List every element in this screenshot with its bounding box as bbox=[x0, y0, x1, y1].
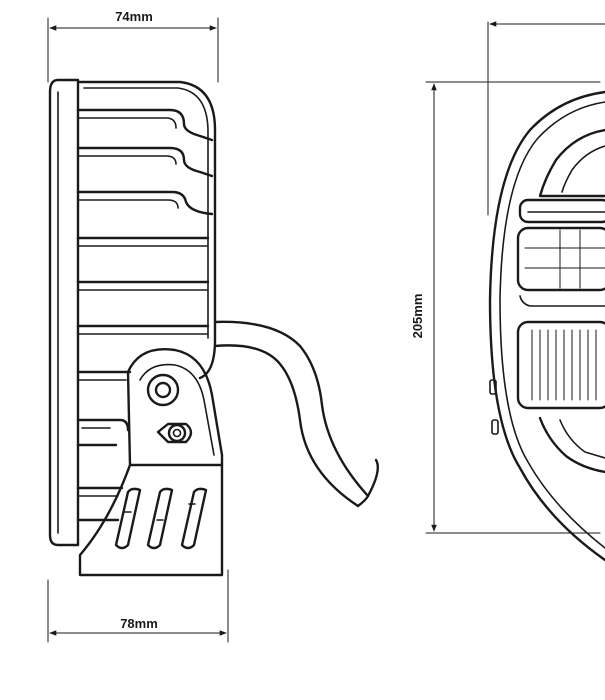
dimension-top-width: 74mm bbox=[47, 9, 219, 83]
power-cable bbox=[213, 320, 379, 508]
side-view bbox=[48, 78, 379, 577]
dimension-label-bottom: 78mm bbox=[120, 616, 158, 631]
mounting-bracket bbox=[78, 348, 224, 577]
cooling-fins bbox=[76, 108, 214, 522]
pivot-bolt bbox=[146, 373, 180, 407]
dimension-label-top: 74mm bbox=[115, 9, 153, 24]
dimension-height: 205mm bbox=[410, 81, 601, 534]
lower-led-panel bbox=[516, 320, 605, 410]
adjustment-knob bbox=[156, 422, 193, 444]
front-view bbox=[488, 90, 605, 562]
dimension-label-height: 205mm bbox=[410, 294, 425, 339]
dimension-bottom-width: 78mm bbox=[47, 569, 229, 643]
bracket-slots bbox=[114, 487, 208, 550]
front-view-top-extension bbox=[487, 21, 605, 216]
upper-light-bar bbox=[518, 198, 605, 224]
upper-led-panel bbox=[516, 226, 605, 292]
